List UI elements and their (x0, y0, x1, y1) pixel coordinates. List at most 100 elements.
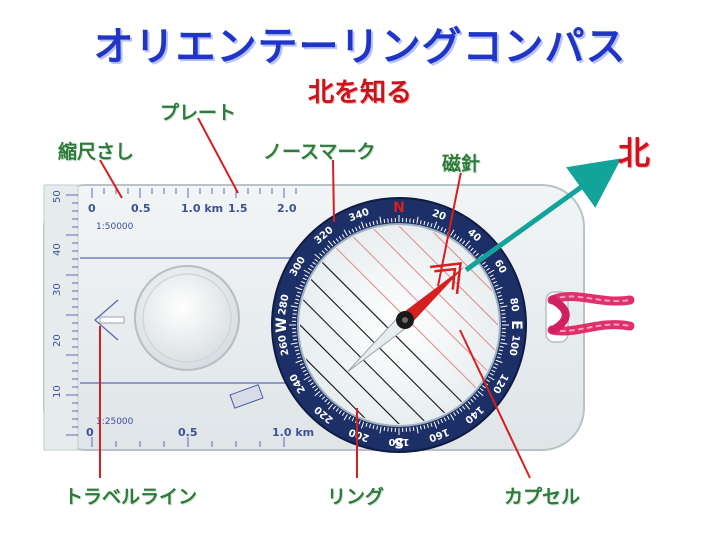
magnifier-lens (134, 265, 240, 371)
top-scale-15: 1.5 (228, 202, 248, 215)
bezel-tick (470, 398, 474, 403)
pointer-north-mark (332, 159, 335, 223)
bezel-tick (467, 245, 471, 249)
bezel-tick (497, 352, 502, 355)
label-travel-line: トラベルライン (64, 486, 198, 508)
bezel-tick (426, 423, 429, 428)
bezel-tick (491, 277, 496, 281)
bezel-tick (470, 247, 474, 252)
bezel-tick (360, 221, 365, 229)
label-capsule: カプセル (504, 486, 581, 508)
bezel-tick (482, 261, 486, 265)
bezel-degree-label: 20 (430, 208, 447, 223)
bezel-tick (343, 229, 348, 237)
bezel-tick (500, 305, 508, 308)
bezel-tick (294, 345, 299, 348)
pointer-plate (197, 117, 239, 194)
bezel-tick (489, 372, 494, 376)
bezel-tick (443, 228, 447, 233)
bezel-degree-label: 280 (277, 293, 291, 316)
bezel-tick (302, 277, 307, 281)
bezel-tick (487, 376, 495, 381)
bezel-tick (290, 305, 298, 308)
bezel-tick (379, 216, 382, 224)
bezel-tick (419, 425, 422, 430)
bezel-tick (496, 291, 501, 294)
bezel-tick (500, 309, 506, 312)
bezel-tick (500, 338, 506, 341)
bezel-tick (341, 233, 345, 238)
bezel-tick (498, 298, 503, 301)
bezel-tick (314, 258, 319, 262)
label-scale-ruler: 縮尺さし (58, 141, 135, 163)
bezel-tick (430, 223, 433, 228)
bezel-tick (297, 291, 302, 294)
bezel-tick (497, 295, 502, 298)
bezel-tick (292, 338, 298, 341)
bezel-tick (295, 349, 300, 352)
bezel-tick (319, 253, 323, 257)
bezel-tick (332, 240, 336, 245)
ruler-strip (43, 184, 79, 451)
bezel-tick (301, 366, 306, 369)
brand-logo (229, 384, 264, 409)
bezel-tick (498, 349, 503, 352)
bezel-cardinal-s: S (394, 434, 404, 450)
bezel-cardinal-w: W (274, 317, 290, 332)
bottom-scale-05: 0.5 (178, 426, 198, 439)
bezel-tick (295, 298, 300, 301)
bezel-tick (464, 240, 471, 247)
bezel-tick (376, 220, 379, 225)
ruler-label-40: 40 (52, 243, 63, 256)
bezel-tick (487, 269, 495, 274)
pointer-needle (437, 171, 462, 287)
annotation-pointers (99, 117, 531, 479)
bezel-tick (358, 225, 361, 230)
bezel-tick (499, 302, 504, 305)
bezel-tick (369, 423, 372, 428)
bezel-tick (440, 227, 443, 232)
bottom-scale-ratio: 1:25000 (96, 417, 134, 427)
bezel-tick (479, 388, 484, 392)
bezel-tick (294, 302, 299, 305)
bezel-tick (433, 221, 438, 229)
bezel-cardinal-e: E (508, 320, 524, 330)
bezel-tick (324, 398, 328, 403)
label-magnetic-needle: 磁針 (442, 153, 481, 175)
bezel-tick (443, 417, 447, 422)
bezel-tick (486, 267, 491, 271)
bezel-tick (310, 264, 314, 268)
bezel-tick (302, 369, 307, 373)
bezel-tick (453, 233, 457, 238)
travel-line-marker (99, 316, 125, 324)
bezel-tick (327, 245, 331, 249)
bezel-tick (297, 356, 302, 359)
bezel-tick (314, 388, 319, 392)
label-north-mark: ノースマーク (263, 141, 376, 163)
bezel-tick (426, 222, 429, 227)
bezel-tick (412, 218, 415, 224)
bezel-tick (303, 376, 311, 381)
bezel-tick (423, 424, 426, 429)
bezel-tick (292, 309, 298, 312)
bezel-tick (338, 236, 342, 240)
bezel-tick (500, 342, 508, 345)
bezel-tick (335, 408, 339, 412)
bezel-tick (365, 422, 368, 427)
bezel-tick (307, 379, 312, 383)
bezel-tick (310, 382, 314, 386)
page-title: オリエンテーリングコンパス (93, 24, 627, 70)
page-subtitle: 北を知る (307, 78, 412, 108)
bezel-tick (372, 424, 375, 429)
north-arrow (464, 158, 622, 273)
bezel-tick (314, 390, 321, 397)
bezel-tick (440, 418, 443, 423)
bezel-tick (437, 225, 440, 230)
bezel-tick (492, 281, 497, 284)
bezel-tick (433, 421, 438, 429)
ruler-label-20: 20 (52, 334, 63, 347)
top-scale-ratio: 1:50000 (96, 222, 134, 232)
top-scale-0: 0 (88, 202, 96, 215)
bezel-tick (419, 220, 422, 225)
bezel-tick (376, 425, 379, 430)
